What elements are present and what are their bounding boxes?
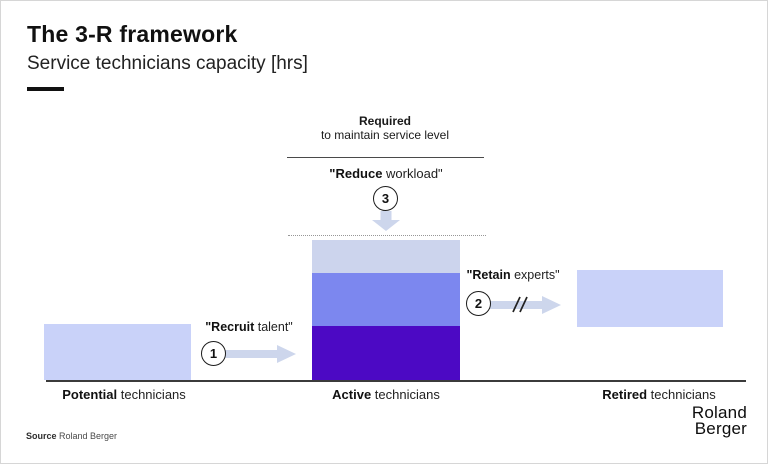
bar-active-technicians <box>312 240 460 380</box>
step-recruit-number: 1 <box>209 346 218 361</box>
step-recruit-number-badge: 1 <box>201 341 226 366</box>
title-rule <box>27 87 64 91</box>
logo-line2: Berger <box>694 418 747 438</box>
logo-line1: Roland <box>691 403 747 422</box>
label-active-rest: technicians <box>371 387 440 402</box>
roland-berger-logo: Roland Berger <box>691 403 747 438</box>
step-recruit-label: "Recruit talent" <box>200 320 298 334</box>
label-active-technicians: Active technicians <box>286 387 486 402</box>
label-potential-technicians: Potential technicians <box>24 387 224 402</box>
baseline-axis <box>46 380 746 382</box>
source-label: Source <box>26 431 57 441</box>
bar-retired-technicians <box>577 270 723 327</box>
step-recruit-label-bold: "Recruit <box>205 320 255 334</box>
step-retain-label-rest: experts" <box>510 268 560 282</box>
requirement-divider <box>287 157 484 158</box>
label-potential-rest: technicians <box>117 387 186 402</box>
step-reduce-number: 3 <box>381 191 390 206</box>
retain-arrow-icon <box>488 296 561 314</box>
label-active-bold: Active <box>332 387 372 402</box>
step-reduce-label-rest: workload" <box>382 166 443 181</box>
recruit-arrow-icon <box>223 345 296 363</box>
step-retain-label-bold: "Retain <box>466 268 511 282</box>
step-retain-number-badge: 2 <box>466 291 491 316</box>
step-reduce-number-badge: 3 <box>373 186 398 211</box>
required-level-dotted-line <box>288 235 486 236</box>
bar-active-bottom-segment <box>312 326 460 380</box>
requirement-line1: Required <box>358 114 411 128</box>
bar-active-middle-segment <box>312 273 460 326</box>
page-subtitle: Service technicians capacity [hrs] <box>27 53 308 74</box>
bar-potential-technicians <box>44 324 191 380</box>
source-note: Source Roland Berger <box>26 431 117 441</box>
step-retain-number: 2 <box>474 296 483 311</box>
step-retain-label: "Retain experts" <box>463 268 563 282</box>
page-title: The 3-R framework <box>27 21 238 47</box>
arrow-down-icon <box>372 211 400 231</box>
step-reduce-label: "Reduce workload" <box>286 166 486 181</box>
source-value: Roland Berger <box>56 431 118 441</box>
label-retired-rest: technicians <box>647 387 716 402</box>
bar-active-top-segment <box>312 240 460 273</box>
label-potential-bold: Potential <box>62 387 118 402</box>
step-recruit-label-rest: talent" <box>254 320 293 334</box>
requirement-line2: to maintain service level <box>320 128 450 142</box>
label-retired-bold: Retired <box>602 387 648 402</box>
step-reduce-label-bold: "Reduce <box>329 166 383 181</box>
label-retired-technicians: Retired technicians <box>559 387 759 402</box>
requirement-label: Required to maintain service level <box>285 114 485 142</box>
